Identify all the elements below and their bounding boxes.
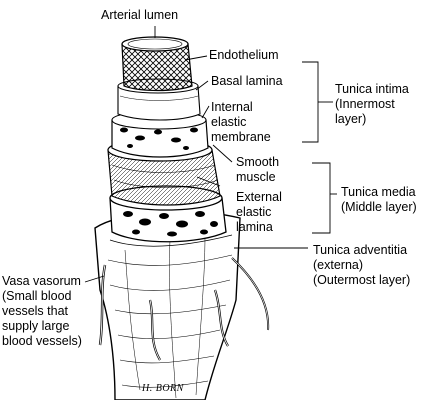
tunica-adventitia-layer	[94, 210, 270, 400]
label-arterial-lumen: Arterial lumen	[101, 8, 179, 22]
label-basal-lamina: Basal lamina	[211, 74, 283, 88]
label-tunica-media: Tunica media (Middle layer)	[341, 185, 417, 214]
label-smooth-muscle: Smooth muscle	[236, 155, 280, 184]
label-external-elastic-lamina: External elastic lamina	[236, 190, 282, 234]
tunica-intima-layer	[111, 36, 209, 158]
label-tunica-intima: Tunica intima (Innermost layer)	[335, 82, 409, 126]
label-vasa-vasorum: Vasa vasorum (Small blood vessels that s…	[2, 274, 82, 348]
label-tunica-adventitia: Tunica adventitia (externa) (Outermost l…	[313, 243, 411, 287]
label-endothelium: Endothelium	[209, 48, 279, 62]
label-internal-elastic-membrane: Internal elastic membrane	[211, 100, 271, 144]
arterial-lumen-opening	[127, 38, 183, 50]
leader-lines	[84, 26, 337, 283]
illustrator-signature: H. BORN	[142, 383, 184, 394]
